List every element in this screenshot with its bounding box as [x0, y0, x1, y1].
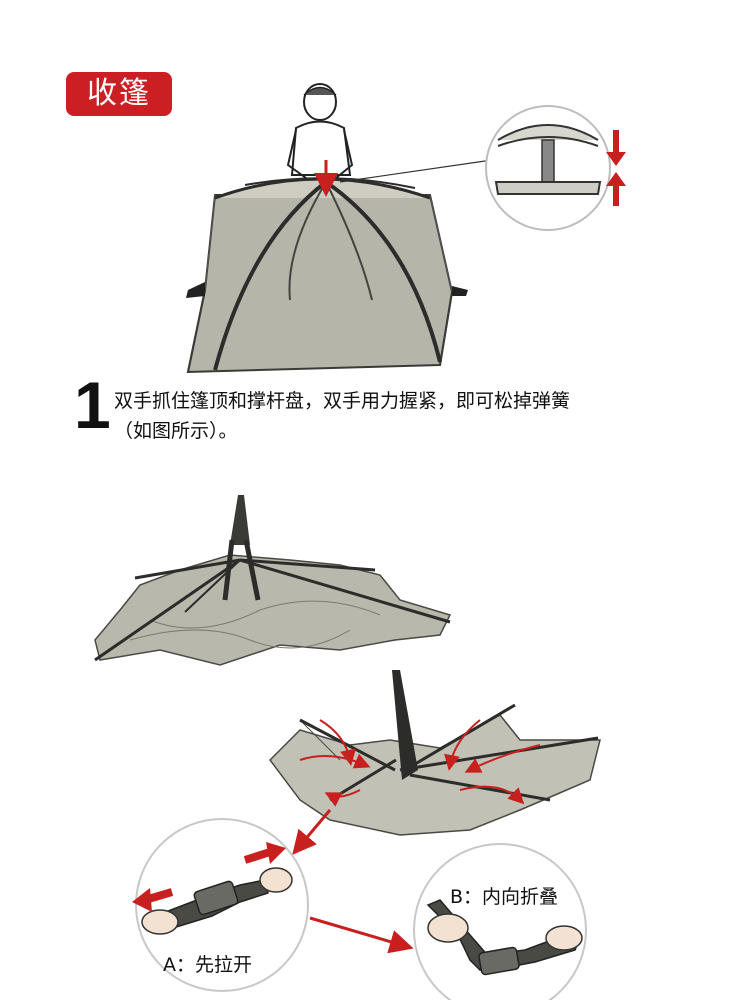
step-a-label: A：先拉开: [163, 950, 252, 977]
collapsed-tent-illustration: [95, 495, 450, 665]
step-b-detail-circle: [414, 844, 586, 1000]
pointer-arrow: [298, 810, 330, 848]
hub-detail-circle: [486, 106, 610, 230]
next-step-arrow: [310, 918, 405, 946]
folding-tent-illustration: [270, 670, 600, 835]
step-instruction-line-2: （如图所示）。: [114, 416, 674, 446]
step-b-label: B：内向折叠: [450, 882, 558, 909]
step-instruction-text: 双手抓住篷顶和撑杆盘，双手用力握紧，即可松掉弹簧 （如图所示）。: [114, 386, 674, 446]
step-instruction-line-1: 双手抓住篷顶和撑杆盘，双手用力握紧，即可松掉弹簧: [114, 386, 674, 416]
step-number: 1: [74, 372, 111, 438]
tent-standing-illustration: [186, 84, 492, 372]
